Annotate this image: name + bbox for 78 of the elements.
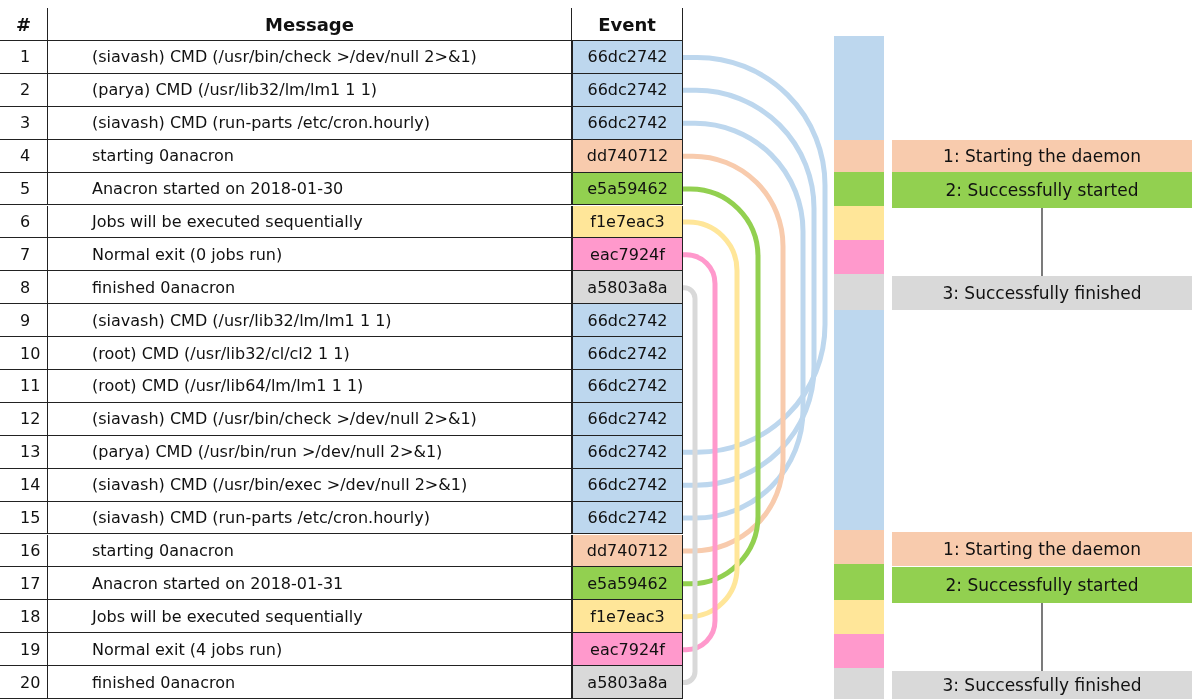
row-number: 10 bbox=[0, 337, 48, 370]
row-number: 18 bbox=[0, 600, 48, 634]
column-header: Message bbox=[48, 8, 572, 41]
state-box: 1: Starting the daemon bbox=[892, 532, 1192, 566]
event-cell: 66dc2742 bbox=[572, 435, 683, 469]
event-cell: f1e7eac3 bbox=[572, 205, 683, 239]
event-cell: 66dc2742 bbox=[572, 304, 683, 338]
event-cell: 66dc2742 bbox=[572, 468, 683, 502]
row-number: 8 bbox=[0, 271, 48, 305]
row-number: 16 bbox=[0, 534, 48, 568]
link-curve bbox=[683, 219, 740, 620]
row-number: 14 bbox=[0, 468, 48, 502]
log-message: (parya) CMD (/usr/bin/run >/dev/null 2>&1) bbox=[48, 435, 572, 469]
row-number: 17 bbox=[0, 567, 48, 601]
log-message: (siavash) CMD (run-parts /etc/cron.hourly) bbox=[48, 106, 572, 140]
log-message: Normal exit (4 jobs run) bbox=[48, 633, 572, 667]
state-box: 1: Starting the daemon bbox=[892, 140, 1192, 172]
log-message: starting 0anacron bbox=[48, 139, 572, 173]
link-curve bbox=[683, 186, 761, 587]
event-cell: 66dc2742 bbox=[572, 501, 683, 535]
row-number: 11 bbox=[0, 370, 48, 403]
state-box: 2: Successfully started bbox=[892, 567, 1192, 603]
log-message: Normal exit (0 jobs run) bbox=[48, 238, 572, 272]
row-number: 20 bbox=[0, 666, 48, 699]
log-message: (root) CMD (/usr/lib64/lm/lm1 1 1) bbox=[48, 370, 572, 403]
row-number: 9 bbox=[0, 304, 48, 338]
log-message: Jobs will be executed sequentially bbox=[48, 205, 572, 239]
event-cell: e5a59462 bbox=[572, 567, 683, 601]
event-cell: 66dc2742 bbox=[572, 41, 683, 74]
row-number: 3 bbox=[0, 106, 48, 140]
state-box: 3: Successfully finished bbox=[892, 276, 1192, 310]
row-number: 12 bbox=[0, 402, 48, 436]
event-cell: 66dc2742 bbox=[572, 73, 683, 107]
event-cell: dd740712 bbox=[572, 139, 683, 173]
log-message: finished 0anacron bbox=[48, 666, 572, 699]
log-message: Anacron started on 2018-01-31 bbox=[48, 567, 572, 601]
event-cell: e5a59462 bbox=[572, 172, 683, 206]
link-curve bbox=[683, 54, 828, 455]
log-message: Anacron started on 2018-01-30 bbox=[48, 172, 572, 206]
link-curve bbox=[682, 252, 718, 653]
row-number: 6 bbox=[0, 205, 48, 239]
row-number: 2 bbox=[0, 73, 48, 107]
event-cell: 66dc2742 bbox=[572, 106, 683, 140]
link-curve bbox=[683, 120, 806, 521]
row-number: 1 bbox=[0, 41, 48, 74]
event-cell: 66dc2742 bbox=[572, 370, 683, 403]
row-number: 5 bbox=[0, 172, 48, 206]
log-message: (siavash) CMD (/usr/lib32/lm/lm1 1 1) bbox=[48, 304, 572, 338]
row-number: 4 bbox=[0, 139, 48, 173]
log-message: (siavash) CMD (/usr/bin/check >/dev/null 2>&1) bbox=[48, 402, 572, 436]
row-number: 15 bbox=[0, 501, 48, 535]
log-message: (siavash) CMD (/usr/bin/check >/dev/null 2>&1) bbox=[48, 41, 572, 74]
event-cell: 66dc2742 bbox=[572, 337, 683, 370]
state-box: 2: Successfully started bbox=[892, 172, 1192, 208]
link-curve bbox=[683, 87, 817, 488]
log-message: starting 0anacron bbox=[48, 534, 572, 568]
event-cell: eac7924f bbox=[572, 633, 683, 667]
event-cell: a5803a8a bbox=[572, 666, 683, 699]
row-number: 7 bbox=[0, 238, 48, 272]
event-cell: f1e7eac3 bbox=[572, 600, 683, 634]
event-cell: eac7924f bbox=[572, 238, 683, 272]
event-cell: dd740712 bbox=[572, 534, 683, 568]
row-number: 13 bbox=[0, 435, 48, 469]
connector-line bbox=[1041, 207, 1043, 277]
event-cell: 66dc2742 bbox=[572, 402, 683, 436]
log-message: (siavash) CMD (run-parts /etc/cron.hourly) bbox=[48, 501, 572, 535]
log-message: (root) CMD (/usr/lib32/cl/cl2 1 1) bbox=[48, 337, 572, 370]
state-box: 3: Successfully finished bbox=[892, 671, 1192, 699]
log-message: (parya) CMD (/usr/lib32/lm/lm1 1 1) bbox=[48, 73, 572, 107]
link-curve bbox=[681, 285, 698, 686]
link-curve bbox=[683, 153, 786, 554]
log-message: Jobs will be executed sequentially bbox=[48, 600, 572, 634]
log-message: (siavash) CMD (/usr/bin/exec >/dev/null 2>&1) bbox=[48, 468, 572, 502]
log-message: finished 0anacron bbox=[48, 271, 572, 305]
event-cell: a5803a8a bbox=[572, 271, 683, 305]
connector-line bbox=[1041, 602, 1043, 672]
row-number: 19 bbox=[0, 633, 48, 667]
column-header: # bbox=[0, 8, 48, 41]
